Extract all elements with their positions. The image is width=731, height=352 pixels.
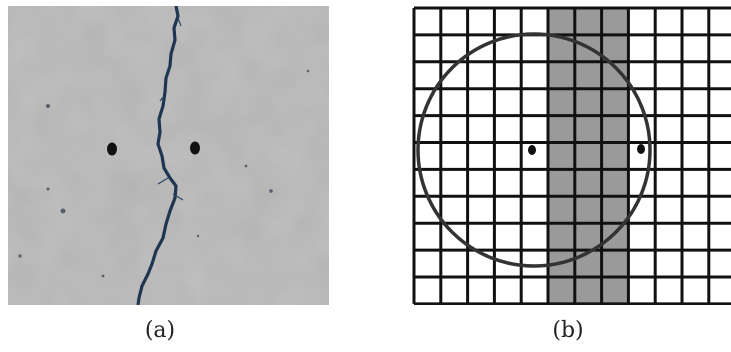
grid-diagram xyxy=(412,6,731,305)
left-sample-point xyxy=(528,145,536,155)
right-sample-point xyxy=(637,144,645,154)
left-sample-point xyxy=(107,143,117,156)
shaded-column xyxy=(602,8,629,304)
caption-b: (b) xyxy=(538,318,598,343)
grid-schematic xyxy=(412,6,731,305)
caption-a: (a) xyxy=(130,318,190,343)
right-sample-point xyxy=(190,142,200,155)
concrete-crack-image xyxy=(8,6,329,305)
shaded-crack-columns xyxy=(548,8,628,304)
concrete-texture xyxy=(8,6,329,305)
concrete-crack-photo xyxy=(8,6,329,305)
